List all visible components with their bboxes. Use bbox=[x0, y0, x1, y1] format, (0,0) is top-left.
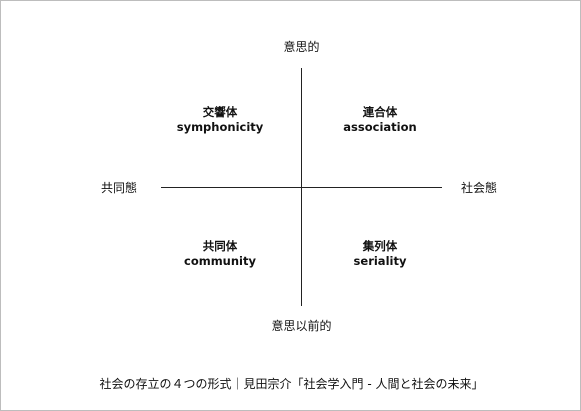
quadrant-top-right: 連合体 association bbox=[310, 105, 450, 135]
quadrant-top-right-en: association bbox=[343, 120, 417, 134]
quadrant-bottom-right: 集列体 seriality bbox=[310, 239, 450, 269]
quadrant-bottom-left-jp: 共同体 bbox=[202, 239, 238, 253]
quadrant-bottom-left-en: community bbox=[184, 254, 256, 268]
quadrant-bottom-right-jp: 集列体 bbox=[362, 239, 398, 253]
axis-label-top: 意思的 bbox=[283, 40, 320, 54]
axis-label-left: 共同態 bbox=[101, 181, 138, 195]
quadrant-bottom-left: 共同体 community bbox=[150, 239, 290, 269]
diagram-caption: 社会の存立の４つの形式｜見田宗介「社会学入門 - 人間と社会の未来」 bbox=[99, 377, 484, 391]
axis-label-bottom: 意思以前的 bbox=[271, 319, 332, 333]
quadrant-top-right-jp: 連合体 bbox=[362, 105, 398, 119]
quadrant-top-left: 交響体 symphonicity bbox=[150, 105, 290, 135]
quadrant-bottom-right-en: seriality bbox=[353, 254, 407, 268]
horizontal-axis-line bbox=[161, 187, 442, 188]
axis-label-right: 社会態 bbox=[461, 181, 498, 195]
quadrant-top-left-jp: 交響体 bbox=[202, 105, 238, 119]
quadrant-top-left-en: symphonicity bbox=[176, 120, 264, 134]
